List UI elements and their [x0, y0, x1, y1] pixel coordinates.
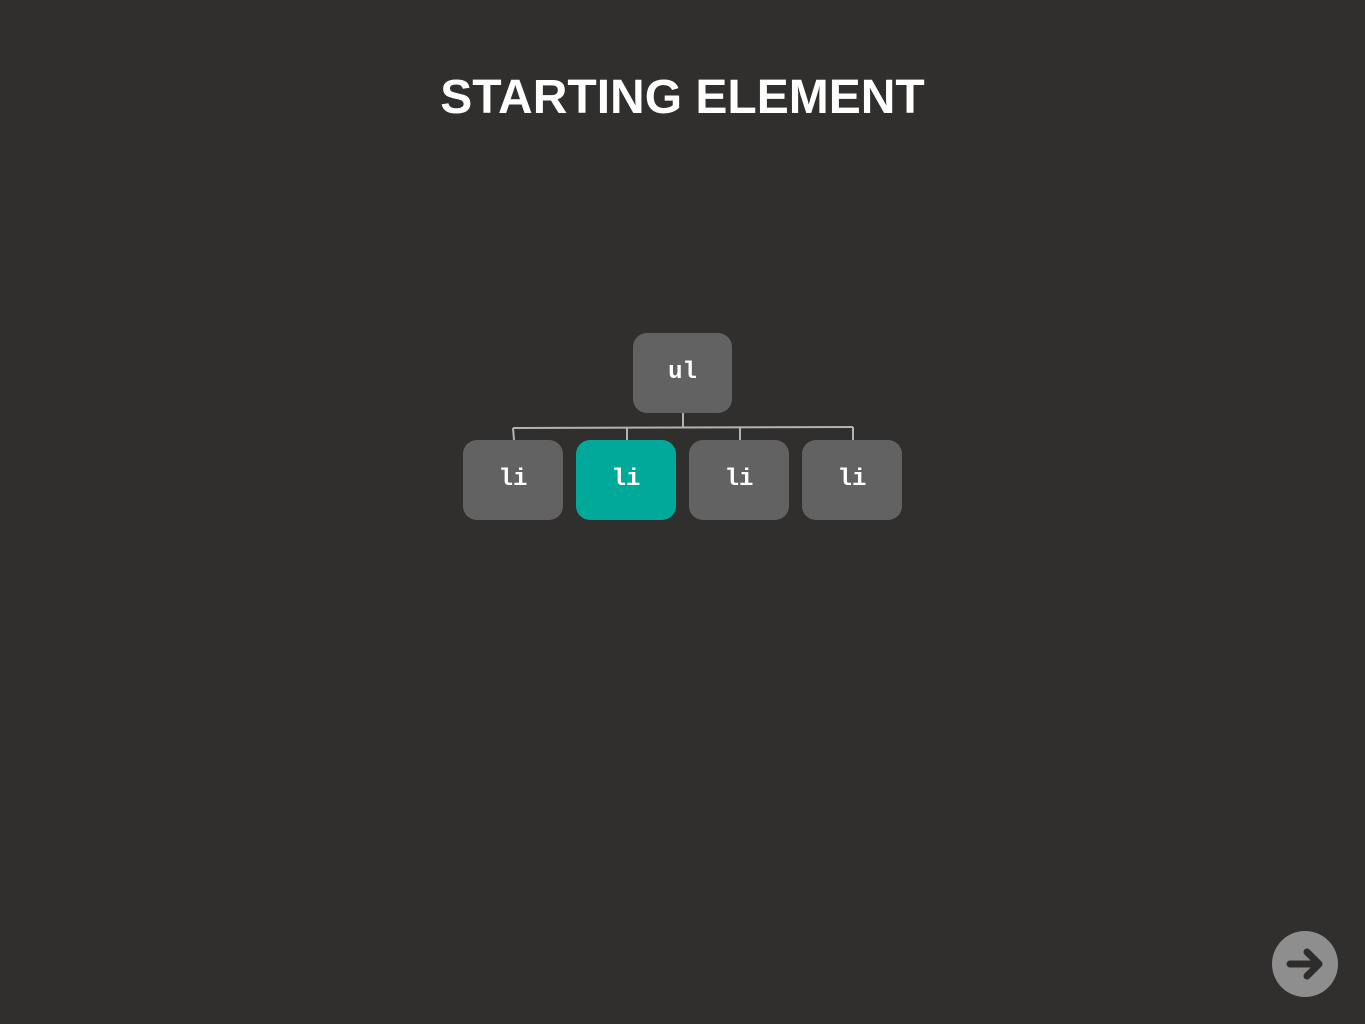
next-slide-button[interactable] [1272, 931, 1338, 997]
tree-node-ul[interactable]: ul [633, 333, 732, 413]
tree-node-li-1[interactable]: li [463, 440, 563, 520]
tree-node-li-2-starting-element[interactable]: li [576, 440, 676, 520]
tree-node-li-4[interactable]: li [802, 440, 902, 520]
slide-title: STARTING ELEMENT [440, 71, 925, 124]
connector-horizontal-bar [512, 426, 854, 429]
connector-child-1 [512, 427, 515, 441]
tree-node-li-3[interactable]: li [689, 440, 789, 520]
arrow-right-icon [1286, 948, 1323, 980]
